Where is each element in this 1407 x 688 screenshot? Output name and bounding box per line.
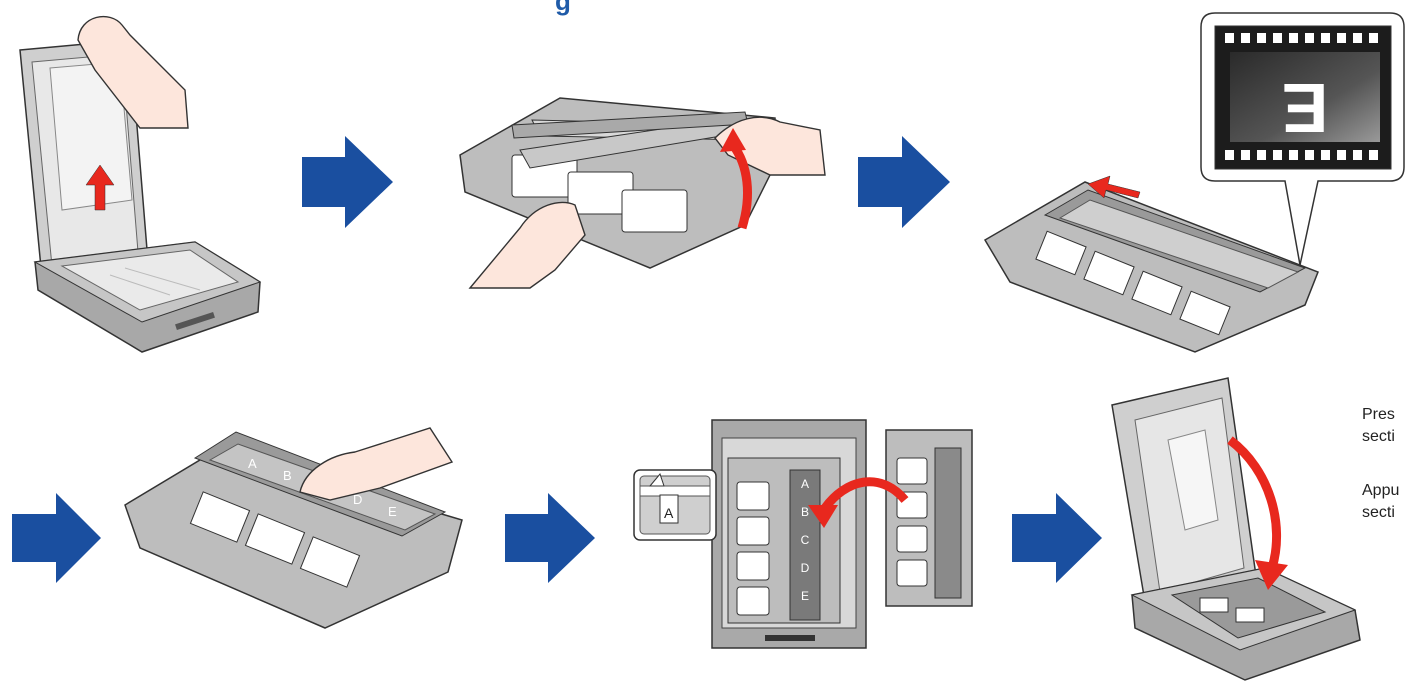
tab-zoom-box bbox=[633, 469, 717, 541]
magnified-frame-letter: E bbox=[1282, 69, 1329, 147]
tab-label: A bbox=[664, 505, 674, 521]
hand-icon bbox=[299, 427, 454, 501]
film-frame-label: D bbox=[801, 561, 810, 575]
red-curved-arrow-icon bbox=[808, 477, 909, 528]
step-3-insert-film bbox=[983, 181, 1319, 353]
red-left-arrow-icon bbox=[1087, 175, 1141, 199]
step-1-scanner-open bbox=[19, 39, 262, 353]
film-frame-label: C bbox=[801, 533, 810, 547]
step-5-holder-detail bbox=[885, 429, 973, 607]
hand-icon bbox=[468, 201, 586, 289]
step-5-holder-on-glass bbox=[711, 419, 867, 649]
film-frame-label: B bbox=[801, 505, 809, 519]
film-frame-label: E bbox=[388, 504, 397, 519]
hand-icon bbox=[77, 15, 189, 129]
film-sprocket-holes bbox=[1225, 33, 1378, 160]
film-frame-label: D bbox=[353, 492, 362, 507]
callout-mark: e bbox=[1299, 165, 1305, 180]
heading-fragment: g bbox=[555, 0, 571, 16]
side-note-line: Appu bbox=[1362, 482, 1400, 499]
film-frame-label: E bbox=[801, 589, 809, 603]
film-magnifier-callout bbox=[1200, 12, 1405, 266]
side-note-english: Pres secti bbox=[1362, 404, 1395, 448]
red-up-arrow-icon bbox=[85, 164, 115, 211]
red-curved-arrow-icon bbox=[1227, 436, 1288, 590]
step-2-film-holder-open bbox=[459, 97, 776, 269]
next-arrow-icon bbox=[505, 493, 595, 583]
side-note-line: secti bbox=[1362, 504, 1395, 521]
next-arrow-icon bbox=[302, 136, 393, 228]
next-arrow-icon bbox=[12, 493, 101, 583]
next-arrow-icon bbox=[1012, 493, 1102, 583]
step-6-scanner-closing bbox=[1111, 377, 1361, 681]
film-frame-label: B bbox=[283, 468, 292, 483]
next-arrow-icon bbox=[858, 136, 950, 228]
side-note-line: Pres bbox=[1362, 406, 1395, 423]
side-note-line: secti bbox=[1362, 428, 1395, 445]
film-frame-label: A bbox=[801, 477, 809, 491]
film-frame-label: A bbox=[248, 456, 257, 471]
red-curved-arrow-icon bbox=[720, 128, 752, 230]
side-note-french: Appu secti bbox=[1362, 480, 1399, 524]
